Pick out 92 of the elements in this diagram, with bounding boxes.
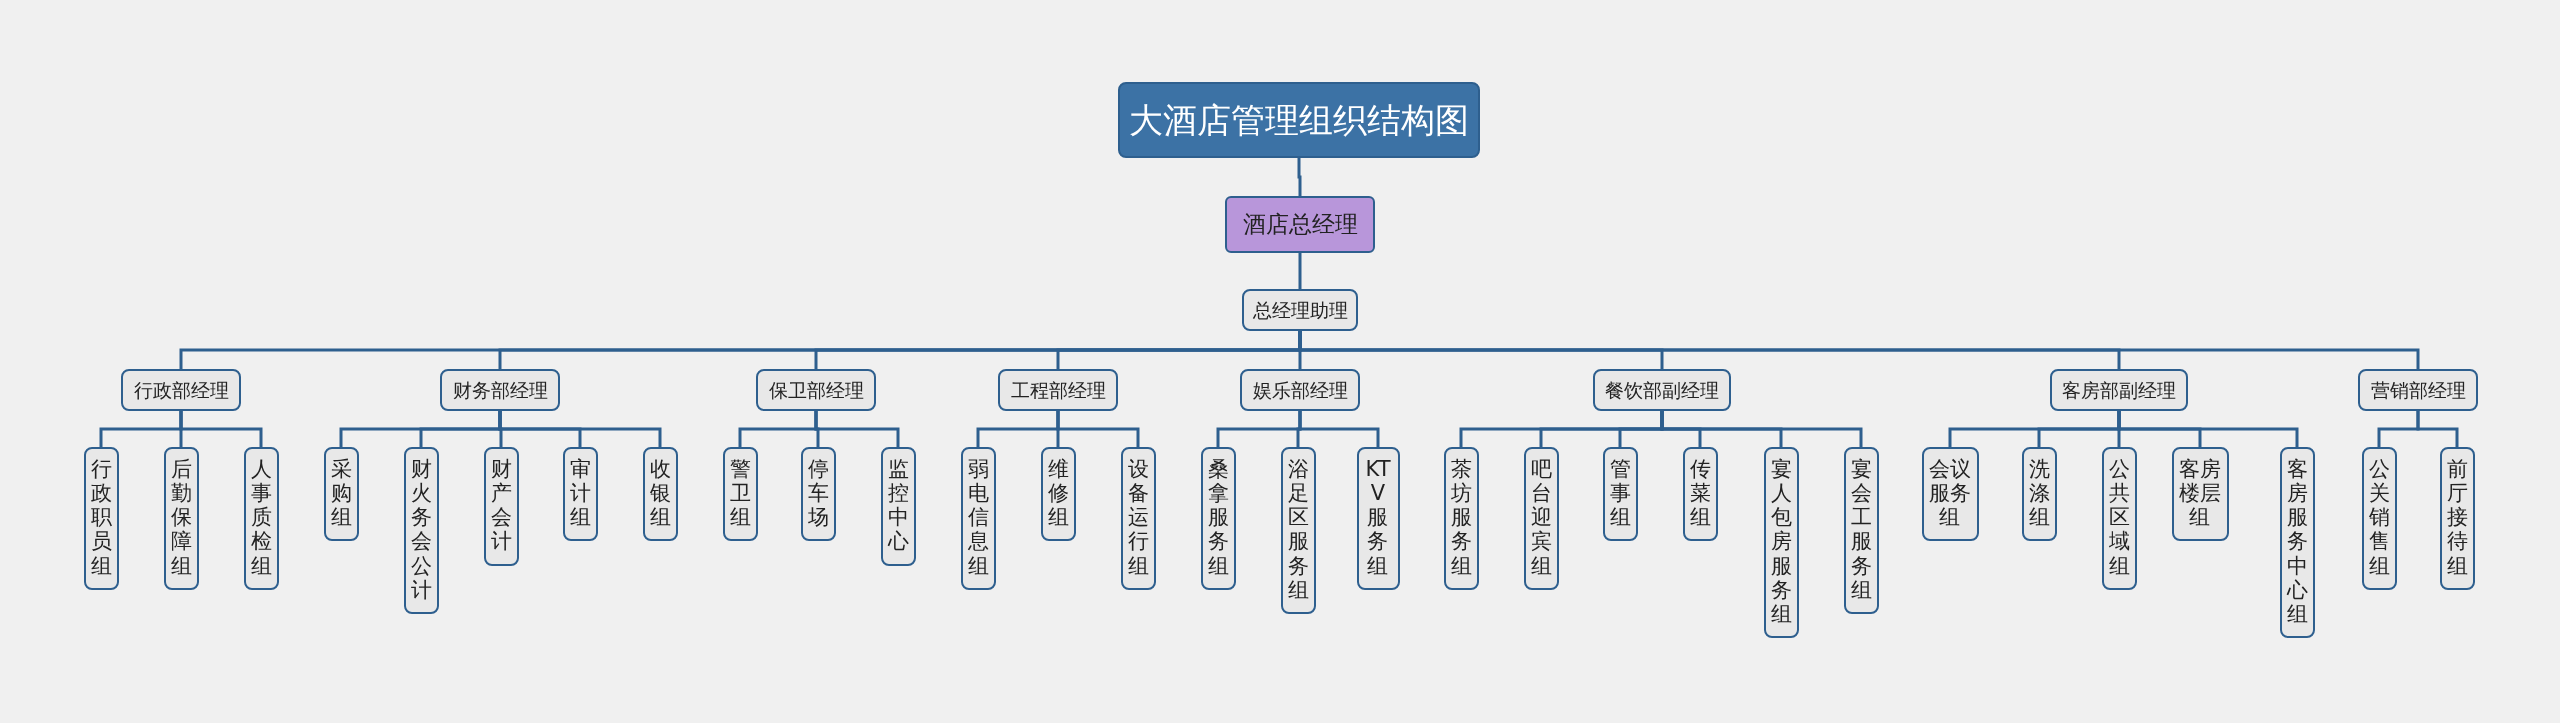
org-box — [2439, 447, 2475, 590]
org-box — [1682, 447, 1718, 542]
box-label: 桑拿服务组 — [1207, 457, 1229, 578]
org-box — [2101, 447, 2137, 590]
box-label: 工程部经理 — [1010, 378, 1106, 402]
org-box — [722, 447, 758, 542]
box-label: 餐饮部副经理 — [1605, 378, 1719, 402]
box-label: 收银组 — [649, 457, 671, 530]
org-box — [2361, 447, 2397, 590]
org-box — [1523, 447, 1559, 590]
org-box — [1763, 447, 1799, 638]
org-box — [1593, 369, 1731, 411]
connector-line — [179, 411, 263, 447]
org-box — [1921, 447, 1979, 542]
connector-line — [2416, 411, 2459, 447]
box-label: 宴人包房服务组 — [1770, 457, 1792, 626]
box-label: 审计组 — [569, 457, 591, 530]
org-box — [1602, 447, 1638, 542]
org-box — [1225, 196, 1375, 253]
box-label: 营销部经理 — [2370, 378, 2466, 402]
box-label: 会议服务组 — [1928, 457, 1972, 530]
org-box — [1443, 447, 1479, 590]
org-box — [998, 369, 1118, 411]
org-box — [243, 447, 279, 590]
box-label: 浴足区服务组 — [1287, 457, 1309, 602]
org-box — [2279, 447, 2315, 638]
box-label: 茶坊服务组 — [1450, 457, 1472, 578]
box-label: 娱乐部经理 — [1252, 378, 1348, 402]
org-box — [800, 447, 836, 542]
org-box — [2171, 447, 2229, 542]
org-box — [1120, 447, 1156, 590]
box-label: 监控中心 — [887, 457, 909, 554]
connector-line — [498, 411, 662, 447]
connector-line — [1297, 158, 1302, 196]
connector-line — [814, 411, 900, 447]
box-label: 酒店总经理 — [1242, 210, 1358, 239]
connector-line — [1056, 411, 1140, 447]
box-label: 传菜组 — [1689, 457, 1711, 530]
org-box — [1242, 289, 1358, 331]
box-label: 总经理助理 — [1252, 298, 1348, 322]
box-label: 管事组 — [1609, 457, 1631, 530]
box-label: 警卫组 — [729, 457, 751, 530]
box-label: 设备运行组 — [1127, 457, 1149, 578]
box-label: 财火务会公计 — [410, 457, 432, 602]
box-label: 采购组 — [330, 457, 352, 530]
box-label: 行政部经理 — [133, 378, 229, 402]
org-box — [483, 447, 519, 566]
org-box — [403, 447, 439, 614]
box-label: 保卫部经理 — [768, 378, 864, 402]
connector-line — [1298, 411, 1380, 447]
box-label: 财务部经理 — [452, 378, 548, 402]
box-label: 弱电信息组 — [967, 457, 989, 578]
box-label: 行政职员组 — [90, 457, 112, 578]
title-box — [1118, 82, 1480, 158]
box-label: 洗涤组 — [2028, 457, 2050, 530]
org-box — [1240, 369, 1360, 411]
org-box — [2358, 369, 2478, 411]
org-box — [83, 447, 119, 590]
org-box — [2050, 369, 2188, 411]
box-label: 财产会计 — [490, 457, 512, 554]
connector-line — [1298, 253, 1302, 289]
org-box — [1200, 447, 1236, 590]
connector-line — [2117, 411, 2299, 447]
box-label: 停车场 — [807, 457, 829, 530]
org-box — [163, 447, 199, 590]
box-label: 公共区域组 — [2108, 457, 2130, 578]
org-box — [756, 369, 876, 411]
box-label: 吧台迎宾组 — [1530, 457, 1552, 578]
box-label: 前厅接待组 — [2446, 457, 2468, 578]
connector-line — [1660, 411, 1863, 447]
org-box — [562, 447, 598, 542]
org-box — [1280, 447, 1316, 614]
box-label: 人事质检组 — [250, 457, 272, 578]
org-box — [960, 447, 996, 590]
box-label: KTV服务组 — [1364, 457, 1392, 578]
box-label: 客房部副经理 — [2062, 378, 2176, 402]
box-label: 宴会工服务组 — [1850, 457, 1872, 602]
box-label: 维修组 — [1047, 457, 1069, 530]
org-box — [440, 369, 560, 411]
box-label: 客房服务中心组 — [2286, 457, 2308, 626]
org-box — [2021, 447, 2057, 542]
org-box — [1843, 447, 1879, 614]
org-box — [1356, 447, 1400, 590]
org-box — [642, 447, 678, 542]
org-box — [121, 369, 241, 411]
box-label: 客房楼层组 — [2178, 457, 2222, 530]
org-box — [1040, 447, 1076, 542]
box-label: 公关销售组 — [2368, 457, 2390, 578]
org-box — [880, 447, 916, 566]
org-box — [323, 447, 359, 542]
box-label: 后勤保障组 — [170, 457, 192, 578]
title-text: 大酒店管理组织结构图 — [1129, 99, 1469, 141]
